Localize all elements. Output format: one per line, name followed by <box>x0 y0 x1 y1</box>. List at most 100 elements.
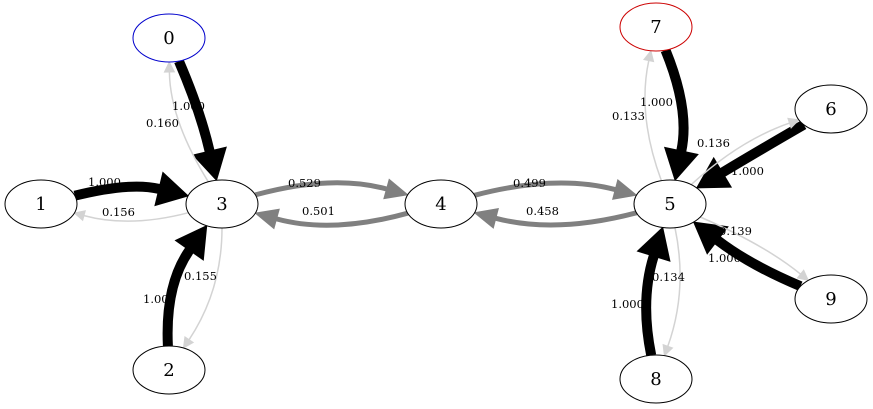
edge-4-to-5 <box>473 179 638 200</box>
edge-label-4-to-3: 0.501 <box>302 204 335 218</box>
edge-6-to-5 <box>695 120 807 189</box>
edge-line <box>83 211 189 222</box>
node-label: 9 <box>825 289 836 310</box>
node-ellipse <box>132 13 206 63</box>
node-label: 2 <box>163 360 174 381</box>
edge-3-to-2 <box>182 227 223 349</box>
edge-line <box>660 48 689 152</box>
edge-label-8-to-5: 1.000 <box>611 297 644 311</box>
node-ellipse <box>132 345 206 395</box>
node-label: 6 <box>825 99 836 120</box>
node-ellipse <box>794 84 868 134</box>
nodes-layer: 0 1 2 3 4 5 6 7 8 9 <box>4 2 868 404</box>
edge-4-to-3 <box>254 208 409 230</box>
edge-labels-layer: 1.000 0.160 1.000 0.156 1.000 0.155 0.529 0.501… <box>88 95 764 311</box>
node-ellipse <box>4 179 78 229</box>
arrowhead-icon <box>254 208 280 230</box>
arrowhead-icon <box>636 226 671 262</box>
node-2[interactable]: 2 <box>132 345 206 395</box>
edge-label-2-to-3: 1.000 <box>143 292 176 306</box>
edge-5-to-8 <box>662 227 681 357</box>
arrowhead-icon <box>383 178 409 200</box>
arrowhead-icon <box>663 146 699 182</box>
arrowhead-icon <box>192 146 227 182</box>
edge-5-to-4 <box>473 207 638 229</box>
node-label: 7 <box>650 17 661 38</box>
node-label: 1 <box>35 194 46 215</box>
arrowhead-icon <box>174 224 208 261</box>
arrowhead-icon <box>796 269 810 282</box>
edge-9-to-5 <box>692 221 803 291</box>
edge-5-to-6 <box>690 117 800 186</box>
edge-2-to-3 <box>162 224 208 347</box>
node-ellipse <box>619 354 693 404</box>
edge-label-5-to-6: 0.136 <box>697 136 730 150</box>
node-ellipse <box>185 179 259 229</box>
node-9[interactable]: 9 <box>794 274 868 324</box>
edge-label-5-to-8: 0.134 <box>652 270 685 284</box>
node-ellipse <box>794 274 868 324</box>
node-5[interactable]: 5 <box>633 179 707 229</box>
node-0[interactable]: 0 <box>132 13 206 63</box>
arrowhead-icon <box>154 171 190 207</box>
edge-label-0-to-3: 1.000 <box>172 99 205 113</box>
edge-label-9-to-5: 1.000 <box>708 251 741 265</box>
node-3[interactable]: 3 <box>185 179 259 229</box>
edge-line <box>690 122 790 186</box>
edge-label-7-to-5: 1.000 <box>640 95 673 109</box>
node-label: 0 <box>163 28 174 49</box>
arrowhead-icon <box>787 117 800 129</box>
edge-7-to-5 <box>660 48 699 182</box>
node-label: 8 <box>650 369 661 390</box>
node-1[interactable]: 1 <box>4 179 78 229</box>
node-4[interactable]: 4 <box>404 179 478 229</box>
edge-line <box>174 59 215 153</box>
edge-0-to-3 <box>174 59 227 182</box>
node-7[interactable]: 7 <box>619 2 693 52</box>
node-6[interactable]: 6 <box>794 84 868 134</box>
node-ellipse <box>633 179 707 229</box>
arrowhead-icon <box>662 343 674 357</box>
edge-1-to-3 <box>73 171 190 207</box>
edge-label-6-to-5: 1.000 <box>731 164 764 178</box>
edge-5-to-7 <box>643 49 663 181</box>
arrowhead-icon <box>182 336 195 349</box>
edge-line <box>188 227 223 341</box>
edge-line <box>641 254 659 357</box>
edge-3-to-0 <box>163 60 209 183</box>
edge-label-5-to-9: 0.139 <box>719 224 752 238</box>
edge-line <box>719 120 807 177</box>
edge-line <box>667 227 681 347</box>
edge-line <box>699 216 801 275</box>
edge-label-1-to-3: 1.000 <box>88 175 121 189</box>
edge-label-3-to-4: 0.529 <box>288 176 321 190</box>
node-label: 3 <box>216 194 227 215</box>
edge-line <box>495 210 638 228</box>
arrowhead-icon <box>473 207 499 229</box>
edge-label-3-to-0: 0.160 <box>146 116 179 130</box>
edge-line <box>168 71 209 183</box>
edge-line <box>644 60 663 181</box>
edge-8-to-5 <box>636 226 671 357</box>
edge-line <box>162 247 194 347</box>
edge-line <box>254 180 388 198</box>
node-ellipse <box>404 179 478 229</box>
edge-label-5-to-7: 0.133 <box>612 109 645 123</box>
arrowhead-icon <box>73 210 86 222</box>
edge-label-5-to-4: 0.458 <box>526 204 559 218</box>
edge-3-to-1 <box>73 210 189 222</box>
node-8[interactable]: 8 <box>619 354 693 404</box>
edge-label-3-to-2: 0.155 <box>184 269 217 283</box>
edge-line <box>275 210 409 228</box>
edge-label-3-to-1: 0.156 <box>102 205 135 219</box>
edge-line <box>73 181 161 201</box>
arrowhead-icon <box>163 60 176 73</box>
edge-3-to-4 <box>254 178 409 200</box>
edge-5-to-9 <box>699 216 810 282</box>
edges-layer <box>73 48 810 357</box>
node-label: 5 <box>664 194 675 215</box>
arrowhead-icon <box>643 49 655 63</box>
arrowhead-icon <box>612 179 638 200</box>
edge-line <box>473 180 616 198</box>
